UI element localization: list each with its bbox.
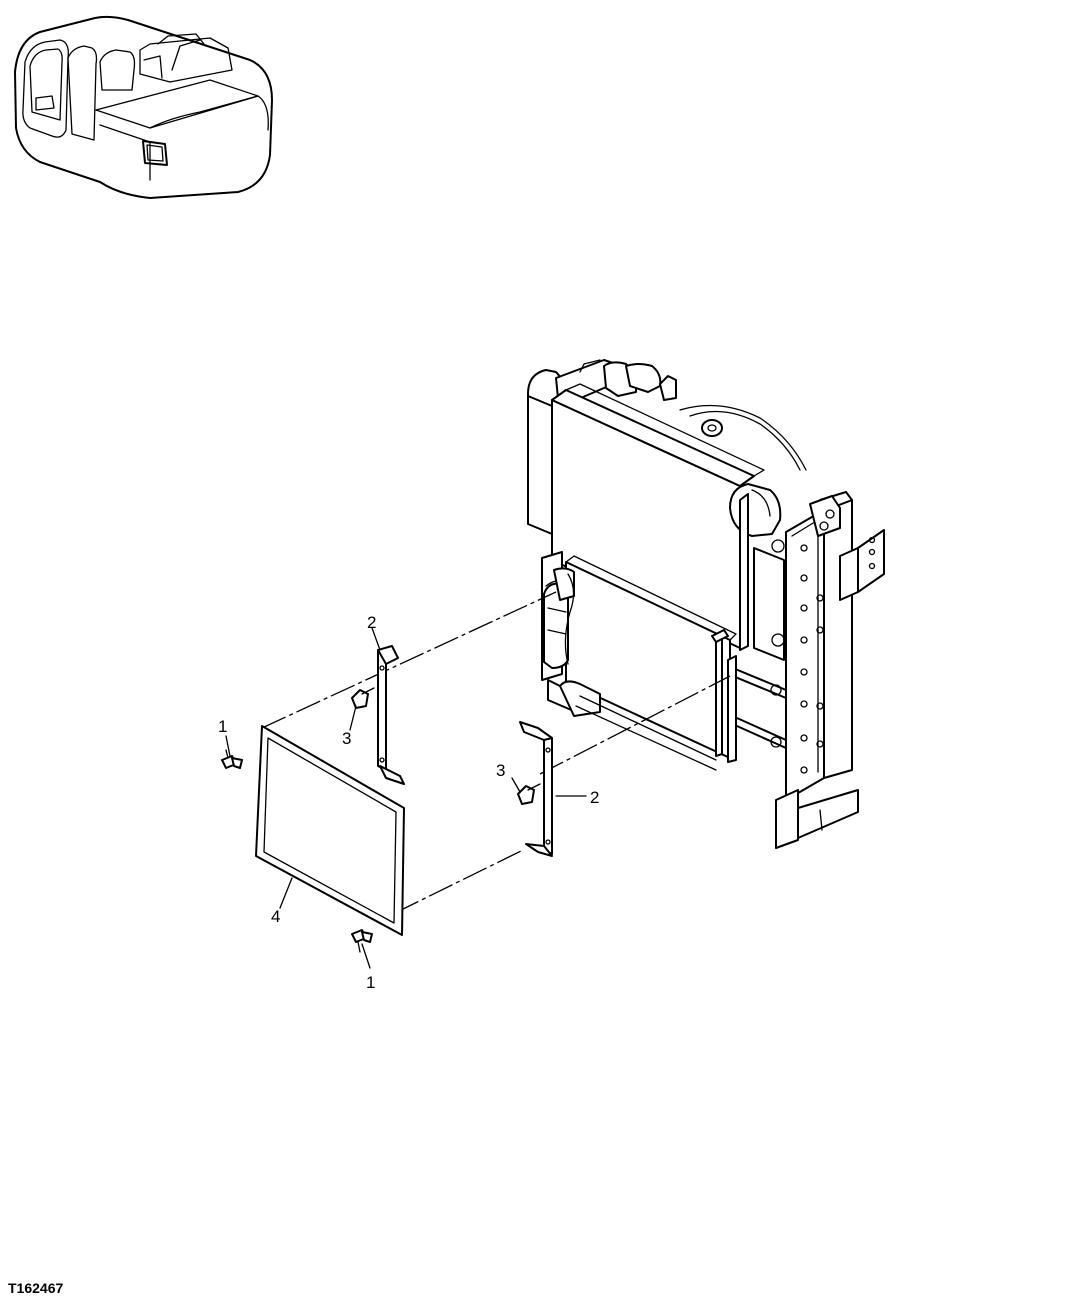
- bracket-upper: [377, 645, 405, 785]
- callout-2b: 2: [590, 788, 599, 807]
- wing-nut-upper: [221, 749, 243, 769]
- bracket-lower: [519, 721, 553, 857]
- assembly-centerlines: [261, 591, 731, 914]
- bolt-lower: [517, 783, 541, 805]
- callout-leaders: [225, 627, 587, 969]
- callout-2a: 2: [367, 613, 376, 632]
- figure-id: T162467: [8, 1280, 64, 1296]
- callout-1a: 1: [218, 717, 227, 736]
- callouts: 1 1 2 2 3 3 4: [218, 613, 599, 992]
- callout-1b: 1: [366, 973, 375, 992]
- radiator-assembly: [527, 359, 885, 849]
- screen-panel: [255, 725, 405, 936]
- bolt-upper: [351, 687, 375, 709]
- locator-thumbnail: [14, 15, 273, 199]
- callout-3b: 3: [496, 761, 505, 780]
- wing-nut-lower: [351, 929, 373, 953]
- frame-bolt-holes: [800, 544, 824, 774]
- callout-3a: 3: [342, 729, 351, 748]
- callout-4: 4: [271, 907, 280, 926]
